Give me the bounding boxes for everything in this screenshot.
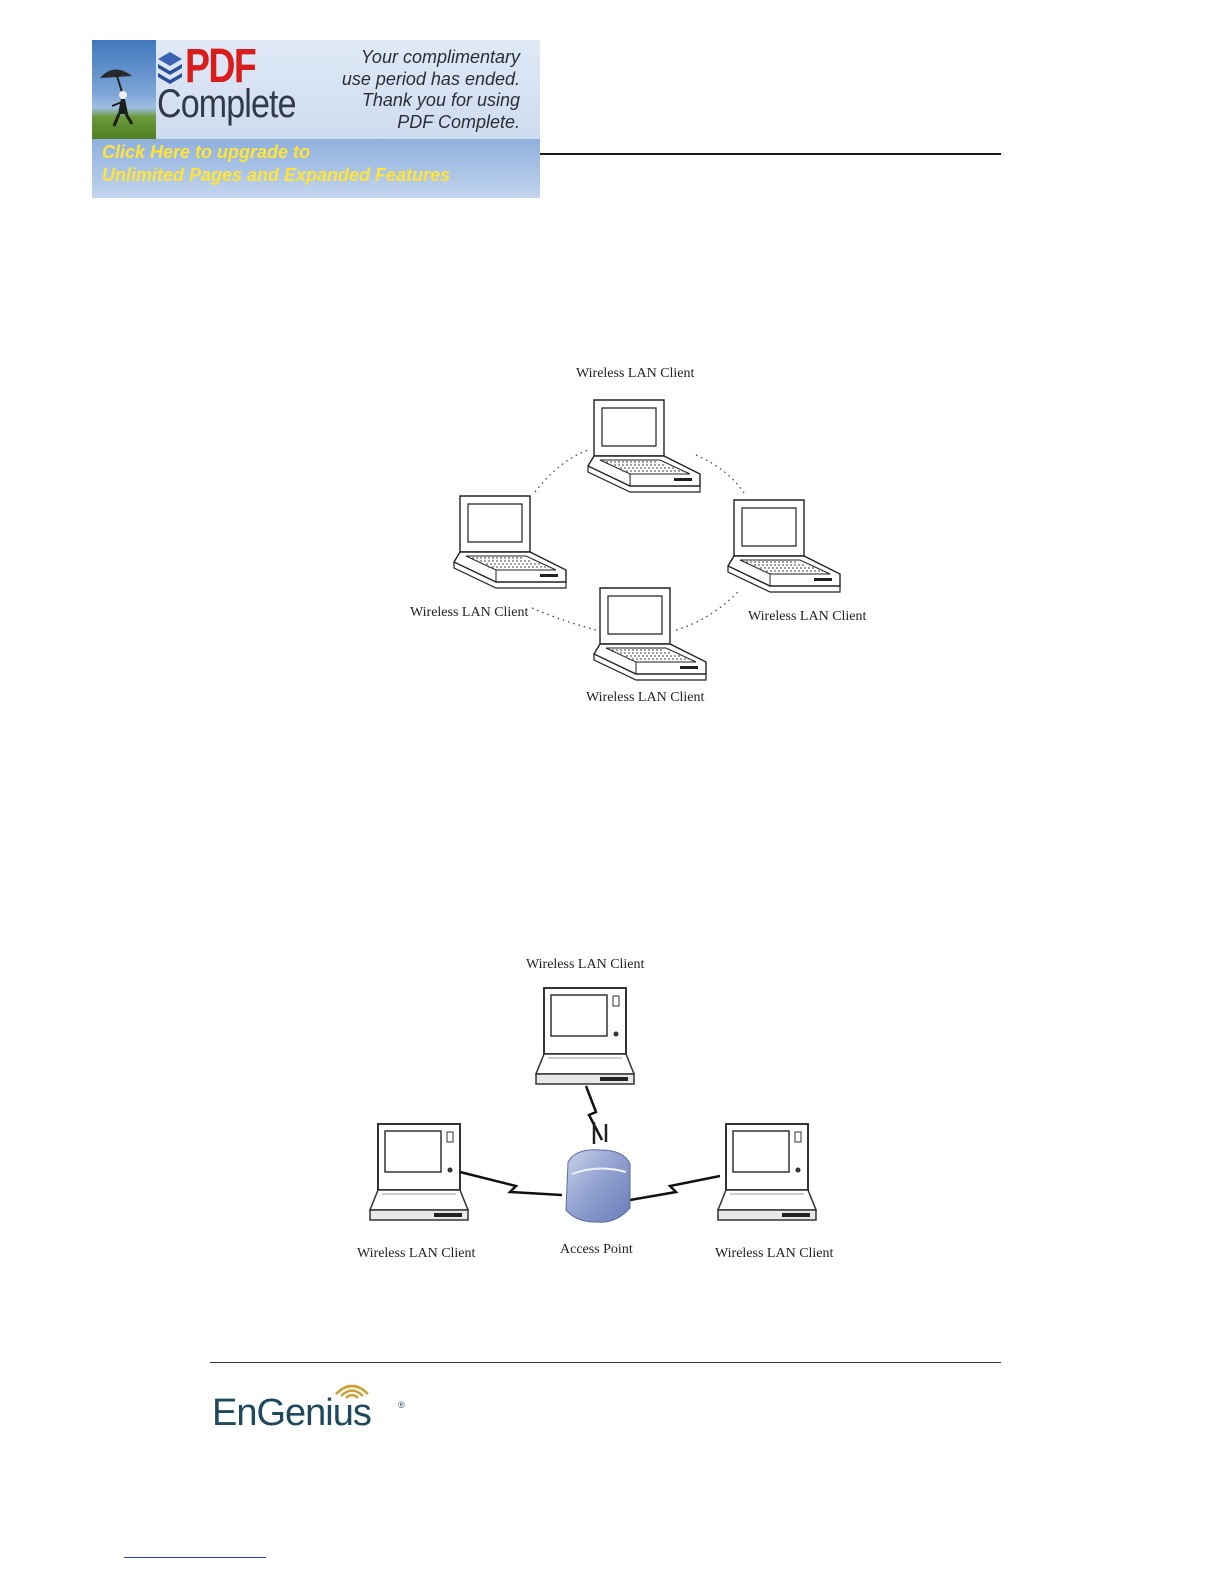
upgrade-line-2[interactable]: Unlimited Pages and Expanded Features [102, 166, 450, 184]
infra-label-access-point: Access Point [560, 1242, 633, 1258]
access-point-device [566, 1122, 630, 1222]
message-line-3: Thank you for using [362, 91, 520, 109]
laptop-left [370, 1124, 468, 1220]
infrastructure-diagram [340, 950, 860, 1270]
message-line-4: PDF Complete. [397, 113, 520, 131]
upgrade-banner[interactable]: PDF Complete Your complimentary use peri… [92, 40, 540, 198]
header-rule [540, 153, 1001, 155]
upgrade-link-area[interactable]: Click Here to upgrade to Unlimited Pages… [92, 139, 540, 198]
message-line-1: Your complimentary [361, 48, 520, 66]
infra-label-top: Wireless LAN Client [526, 957, 644, 973]
laptop-top [588, 400, 700, 492]
infrastructure-network-figure: Wireless LAN Client Wireless LAN Client … [340, 950, 860, 1270]
footer-rule [210, 1362, 1001, 1363]
stacked-layers-icon [156, 50, 184, 84]
infra-label-right: Wireless LAN Client [715, 1246, 833, 1262]
adhoc-label-top: Wireless LAN Client [576, 366, 694, 382]
adhoc-label-left: Wireless LAN Client [410, 605, 528, 621]
infra-label-left: Wireless LAN Client [357, 1246, 475, 1262]
laptop-left [454, 496, 566, 588]
logo-wordmark: EnGenius [212, 1394, 371, 1432]
message-line-2: use period has ended. [342, 70, 520, 88]
footer-link-underline[interactable] [124, 1557, 266, 1558]
laptop-bottom [594, 588, 706, 680]
engenius-logo: EnGenius ® [212, 1380, 412, 1440]
upgrade-line-1[interactable]: Click Here to upgrade to [102, 143, 310, 161]
laptop-top [536, 988, 634, 1084]
adhoc-diagram [400, 360, 880, 710]
laptop-right [718, 1124, 816, 1220]
umbrella-person-image [92, 40, 156, 139]
complete-brand-text: Complete [157, 84, 296, 124]
registered-mark: ® [398, 1400, 405, 1410]
laptop-right [728, 500, 840, 592]
adhoc-label-bottom: Wireless LAN Client [586, 690, 704, 706]
adhoc-network-figure: Wireless LAN Client Wireless LAN Client … [400, 360, 880, 710]
adhoc-label-right: Wireless LAN Client [748, 609, 866, 625]
